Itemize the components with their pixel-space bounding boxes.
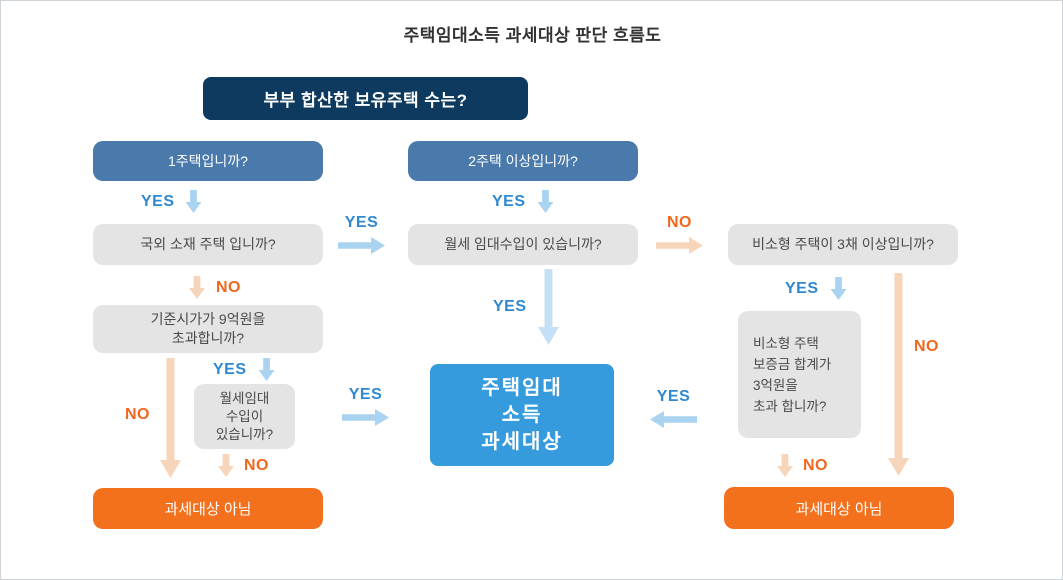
long-down-arrow-icon bbox=[538, 269, 559, 345]
left-yes-connector: YES bbox=[141, 190, 202, 213]
down-arrow-icon bbox=[538, 190, 554, 213]
left-to-taxable-yes-connector: YES bbox=[342, 386, 389, 426]
not-taxable-right-box: 과세대상 아님 bbox=[724, 487, 954, 529]
not-taxable-left-label: 과세대상 아님 bbox=[164, 501, 252, 518]
nonsmall-three-question-label: 비소형 주택이 3채 이상입니까? bbox=[752, 236, 934, 252]
not-taxable-right-label: 과세대상 아님 bbox=[795, 500, 883, 518]
yes-label: YES bbox=[493, 298, 527, 315]
nonsmall-three-question-box: 비소형 주택이 3채 이상입니까? bbox=[728, 224, 958, 265]
taxable-result-label: 주택임대 소득 과세대상 bbox=[481, 376, 563, 453]
down-arrow-icon bbox=[777, 454, 793, 477]
no-label: NO bbox=[914, 338, 939, 355]
down-arrow-icon bbox=[189, 276, 205, 299]
down-arrow-icon bbox=[831, 277, 847, 300]
yes-label: YES bbox=[785, 279, 819, 297]
not-taxable-left-box: 과세대상 아님 bbox=[93, 488, 323, 529]
deposit-over-question-label: 비소형 주택 보증금 합계가 3억원을 초과 합니까? bbox=[753, 335, 832, 414]
price-over-question-box: 기준시가가 9억원을 초과합니까? bbox=[93, 305, 323, 353]
right-arrow-icon bbox=[656, 237, 703, 254]
root-question-label: 부부 합산한 보유주택 수는? bbox=[263, 91, 468, 110]
no-label: NO bbox=[803, 456, 828, 474]
right-arrow-icon bbox=[342, 409, 389, 426]
one-house-question-box: 1주택입니까? bbox=[93, 141, 323, 181]
no-label: NO bbox=[125, 406, 150, 423]
left-no-connector-2: NO bbox=[218, 454, 269, 477]
yes-label: YES bbox=[213, 360, 247, 378]
page-title: 주택임대소득 과세대상 판단 흐름도 bbox=[403, 26, 662, 45]
one-house-question-label: 1주택입니까? bbox=[168, 153, 248, 169]
monthly-rent-question-box: 월세 임대수입이 있습니까? bbox=[408, 224, 638, 265]
two-plus-question-label: 2주택 이상입니까? bbox=[468, 153, 578, 169]
long-down-arrow-icon bbox=[888, 273, 909, 476]
right-yes-connector: YES bbox=[785, 277, 847, 300]
overseas-question-label: 국외 소재 주택 입니까? bbox=[140, 236, 276, 252]
center-yes-connector: YES bbox=[492, 190, 554, 213]
down-arrow-icon bbox=[218, 454, 234, 477]
left-arrow-icon bbox=[650, 411, 697, 428]
down-arrow-icon bbox=[259, 358, 275, 381]
no-label: NO bbox=[244, 456, 269, 474]
down-arrow-icon bbox=[186, 190, 202, 213]
no-label: NO bbox=[667, 214, 692, 231]
yes-label: YES bbox=[344, 214, 379, 231]
right-arrow-icon bbox=[338, 237, 385, 254]
yes-label: YES bbox=[492, 192, 526, 210]
deposit-over-question-box: 비소형 주택 보증금 합계가 3억원을 초과 합니까? bbox=[738, 311, 861, 438]
center-to-right-no-connector: NO bbox=[656, 214, 703, 254]
yes-label: YES bbox=[348, 386, 383, 403]
left-yes-connector-2: YES bbox=[213, 358, 275, 381]
left-no-connector: NO bbox=[189, 276, 241, 299]
root-question-box: 부부 합산한 보유주택 수는? bbox=[203, 77, 528, 120]
right-to-taxable-yes-connector: YES bbox=[650, 388, 697, 428]
yes-label: YES bbox=[656, 388, 691, 405]
yes-label: YES bbox=[141, 192, 175, 210]
price-over-question-label: 기준시가가 9억원을 초과합니까? bbox=[150, 311, 266, 346]
right-no-connector: NO bbox=[777, 454, 828, 477]
monthly-rent-small-question-box: 월세임대 수입이 있습니까? bbox=[194, 384, 295, 449]
overseas-question-box: 국외 소재 주택 입니까? bbox=[93, 224, 323, 265]
no-label: NO bbox=[216, 278, 241, 296]
left-to-center-yes-connector: YES bbox=[338, 214, 385, 254]
taxable-result-box: 주택임대 소득 과세대상 bbox=[430, 364, 614, 466]
long-down-arrow-icon bbox=[160, 358, 181, 478]
monthly-rent-small-question-label: 월세임대 수입이 있습니까? bbox=[215, 390, 274, 442]
monthly-rent-question-label: 월세 임대수입이 있습니까? bbox=[444, 236, 602, 252]
two-plus-question-box: 2주택 이상입니까? bbox=[408, 141, 638, 181]
